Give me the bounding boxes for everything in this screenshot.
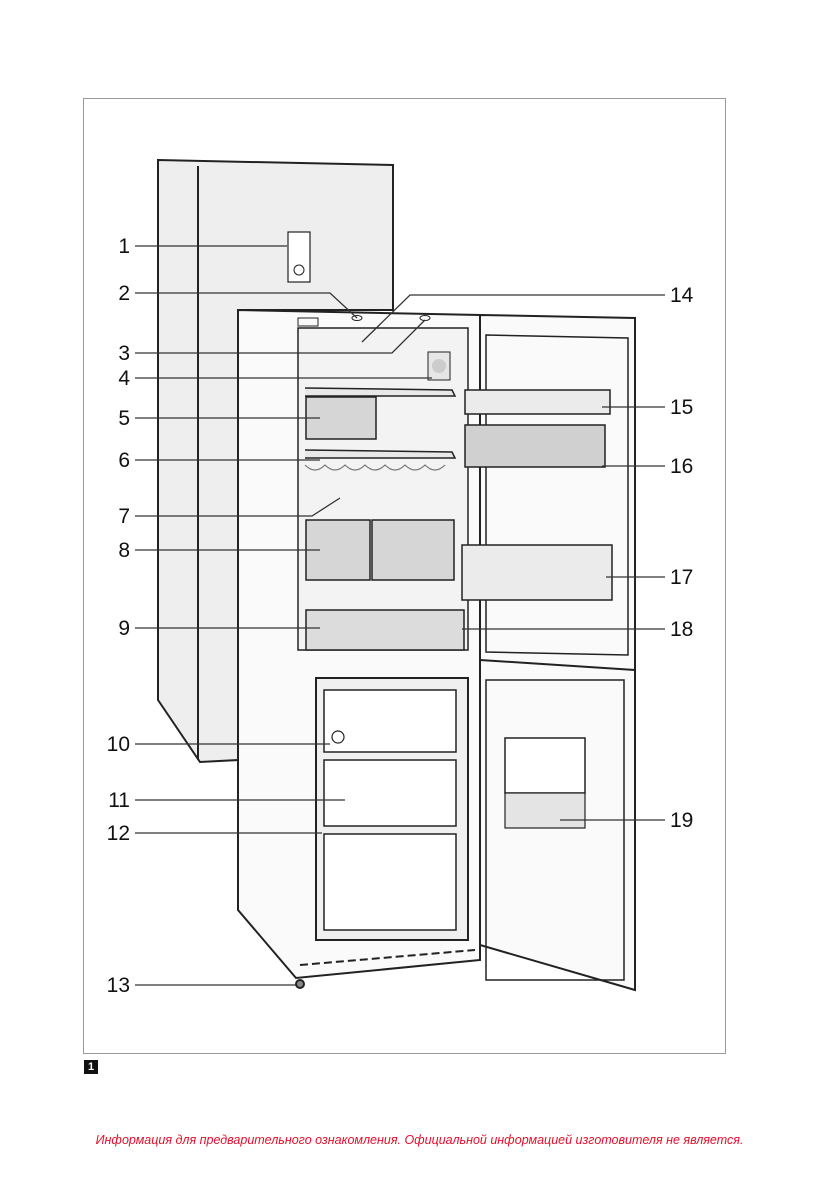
callout-label-3: 3 (118, 342, 130, 365)
callout-label-15: 15 (670, 396, 694, 419)
callout-label-1: 1 (118, 235, 130, 258)
callout-label-13: 13 (106, 974, 130, 997)
callout-label-16: 16 (670, 455, 694, 478)
callout-label-6: 6 (118, 449, 130, 472)
callout-label-9: 9 (118, 617, 130, 640)
callout-label-5: 5 (118, 407, 130, 430)
figure-frame (83, 98, 726, 1054)
callout-label-2: 2 (118, 282, 130, 305)
callout-lines (135, 245, 665, 986)
callout-label-12: 12 (106, 822, 130, 845)
callout-label-18: 18 (670, 618, 694, 641)
callout-label-10: 10 (106, 733, 130, 756)
callout-label-19: 19 (670, 809, 694, 832)
callout-label-4: 4 (118, 367, 130, 390)
refrigerator-body (237, 308, 481, 989)
callout-label-7: 7 (118, 505, 130, 528)
callout-label-8: 8 (118, 539, 130, 562)
figure-number-badge: 1 (84, 1060, 98, 1074)
refrigerator-door (461, 313, 636, 992)
callout-label-11: 11 (108, 789, 130, 812)
callout-label-17: 17 (670, 566, 694, 589)
disclaimer-text: Информация для предварительного ознакомл… (95, 1133, 744, 1147)
control-panel (287, 231, 311, 283)
callout-label-14: 14 (670, 284, 694, 307)
